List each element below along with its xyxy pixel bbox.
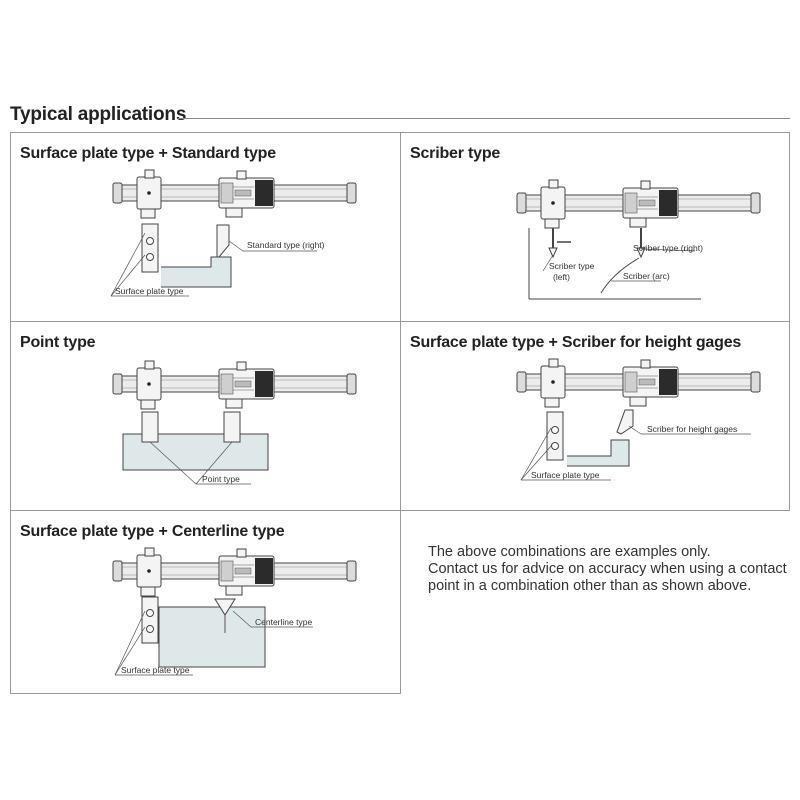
applications-grid: Surface plate type + Standard type Stand…: [10, 132, 790, 694]
note-text: The above combinations are examples only…: [428, 544, 787, 595]
label-surface-plate-type: Surface plate type: [121, 665, 190, 675]
diagram-surface-plate-standard: Standard type (right) Surface plate type: [110, 169, 357, 297]
diagram-surface-plate-centerline: Centerline type Surface plate type: [112, 547, 357, 676]
panel-note: The above combinations are examples only…: [400, 510, 790, 694]
panel-surface-plate-centerline: Surface plate type + Centerline type Cen…: [10, 510, 401, 694]
panel-title: Point type: [20, 334, 96, 351]
heading: Typical applications: [10, 104, 187, 125]
diagram-scriber: Scriber type (right) Scriber type (left)…: [516, 179, 761, 300]
panel-title: Scriber type: [410, 145, 501, 162]
panel-title: Surface plate type + Standard type: [20, 145, 276, 162]
note-line: Contact us for advice on accuracy when u…: [428, 561, 787, 577]
label-centerline-type: Centerline type: [255, 617, 312, 627]
note-line: The above combinations are examples only…: [428, 544, 711, 560]
diagram-surface-plate-scriber: Scriber for height gages Surface plate t…: [516, 358, 761, 481]
panel-surface-plate-scriber-height: Surface plate type + Scriber for height …: [400, 321, 790, 511]
label-point-type: Point type: [202, 474, 240, 484]
label-standard-type-right: Standard type (right): [247, 240, 325, 250]
label-surface-plate-type: Surface plate type: [531, 470, 600, 480]
diagram-point: Point type: [112, 360, 357, 485]
label-scriber-type: Scriber type: [549, 261, 595, 271]
label-scriber-height-gages: Scriber for height gages: [647, 424, 737, 434]
label-scriber-left: (left): [553, 272, 570, 282]
label-surface-plate-type: Surface plate type: [115, 286, 184, 296]
panel-surface-plate-standard: Surface plate type + Standard type Stand…: [10, 132, 401, 322]
label-scriber-right: Scriber type (right): [633, 243, 703, 253]
heading-rule: [178, 118, 790, 119]
panel-title: Surface plate type + Centerline type: [20, 523, 285, 540]
panel-scriber: Scriber type Scriber type (right) Scribe…: [400, 132, 790, 322]
panel-title: Surface plate type + Scriber for height …: [410, 334, 742, 351]
panel-point: Point type Point type: [10, 321, 401, 511]
note-line: point in a combination other than as sho…: [428, 578, 752, 594]
label-scriber-arc: Scriber (arc): [623, 271, 670, 281]
